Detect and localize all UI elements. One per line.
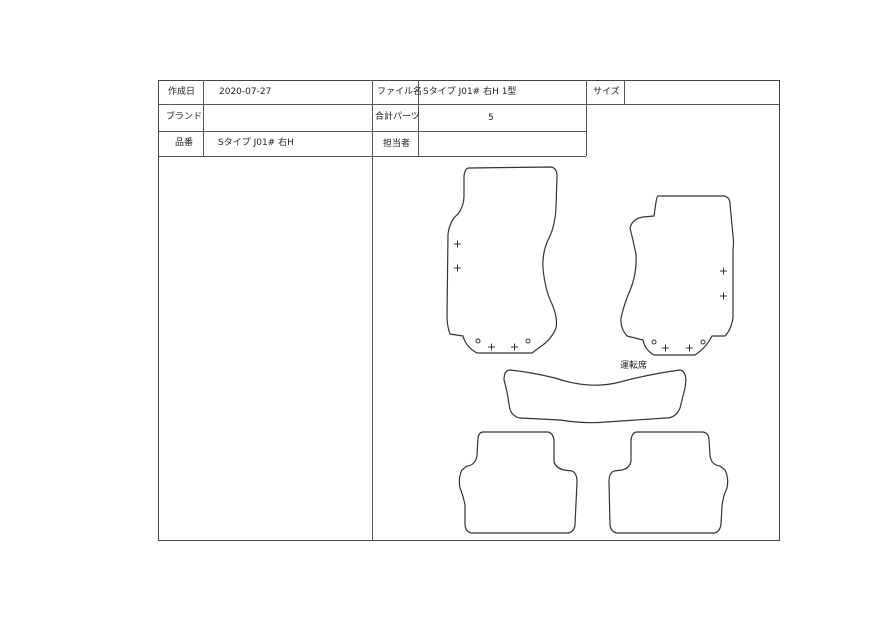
header-row-divider-1 — [158, 104, 780, 105]
parts-label: 合計パーツ — [375, 112, 420, 122]
driver-seat-label: 運転席 — [620, 361, 648, 371]
fastener-cross-5 — [720, 267, 727, 275]
fastener-cross-1 — [454, 240, 461, 248]
front-driver-mat-outline — [446, 166, 558, 354]
fastener-cross-8 — [686, 344, 693, 352]
brand-label: ブランド — [166, 112, 203, 122]
created-label: 作成日 — [168, 87, 196, 97]
fastener-cross-7 — [662, 344, 669, 352]
header-col-divider-5 — [624, 80, 625, 104]
spec-sheet — [158, 80, 780, 541]
rear-right-mat-outline — [608, 431, 729, 534]
created-value: 2020-07-27 — [219, 87, 272, 97]
header-col-divider-1 — [203, 80, 204, 156]
header-col-divider-4 — [586, 80, 587, 156]
fastener-cross-4 — [511, 343, 518, 351]
parts-value: 5 — [488, 113, 494, 123]
fastener-cross-3 — [488, 343, 495, 351]
product-value: Sタイプ J01# 右H — [218, 138, 294, 148]
front-passenger-mat-outline — [620, 195, 735, 356]
fastener-circle-3 — [651, 339, 657, 345]
fastener-circle-1 — [475, 338, 481, 344]
main-col-divider — [372, 80, 373, 541]
fastener-circle-2 — [525, 338, 531, 344]
header-col-divider-3 — [418, 80, 419, 156]
person-label: 担当者 — [383, 139, 411, 149]
product-label: 品番 — [175, 138, 194, 148]
rear-center-mat-outline — [503, 369, 687, 424]
fastener-cross-6 — [720, 292, 727, 300]
rear-left-mat-outline — [458, 431, 578, 534]
size-label: サイズ — [593, 87, 620, 97]
fastener-circle-4 — [700, 339, 706, 345]
filename-value: Sタイプ J01# 右H 1型 — [423, 87, 517, 97]
filename-label: ファイル名 — [377, 87, 423, 97]
fastener-cross-2 — [454, 264, 461, 272]
